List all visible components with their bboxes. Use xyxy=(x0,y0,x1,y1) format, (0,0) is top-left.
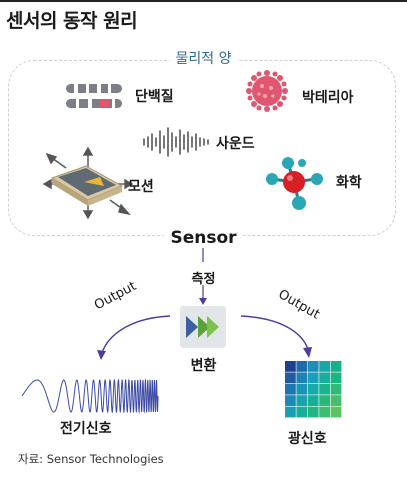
convert-label: 변환 xyxy=(190,358,217,374)
light-grid-cell xyxy=(285,395,296,406)
light-grid-cell xyxy=(319,395,330,406)
light-grid-cell xyxy=(296,406,308,418)
light-grid-cell xyxy=(319,406,330,418)
light-grid-cell xyxy=(330,361,342,372)
light-grid-cell xyxy=(319,372,330,384)
output-arrow-left xyxy=(97,315,171,360)
light-grid-cell xyxy=(330,395,342,406)
light-grid-cell xyxy=(285,372,296,384)
light-signal-label: 광신호 xyxy=(288,431,327,447)
light-grid-cell xyxy=(319,383,330,395)
item-label-chemistry: 화학 xyxy=(336,175,362,191)
electric-signal-waveform xyxy=(21,378,159,414)
chromosome-icon xyxy=(66,84,122,108)
light-grid-cell xyxy=(330,383,342,395)
measure-arrow xyxy=(199,248,207,305)
molecule-icon xyxy=(266,157,323,210)
light-grid-cell xyxy=(307,361,319,372)
electric-signal-label: 전기신호 xyxy=(60,421,112,437)
measure-label: 측정 xyxy=(191,272,216,287)
title-rule xyxy=(0,0,407,2)
light-grid-cell xyxy=(307,406,319,418)
sensor-label: Sensor xyxy=(0,228,407,248)
light-grid-cell xyxy=(285,383,296,395)
output-arrow-right xyxy=(240,315,312,358)
light-grid-cell xyxy=(296,372,308,384)
light-grid-cell xyxy=(319,361,330,372)
item-label-sound: 사운드 xyxy=(216,136,255,152)
page-title: 센서의 동작 원리 xyxy=(6,10,138,32)
converter-icon xyxy=(180,306,226,348)
light-grid-cell xyxy=(307,372,319,384)
bacteria-icon xyxy=(246,70,288,112)
motion-device-icon xyxy=(42,146,134,220)
soundwave-icon xyxy=(143,127,209,157)
light-grid-cell xyxy=(307,395,319,406)
source-note: 자료: Sensor Technologies xyxy=(18,452,164,466)
light-signal-grid xyxy=(285,361,342,418)
physical-quantity-title: 물리적 양 xyxy=(0,48,407,68)
light-grid-cell xyxy=(296,383,308,395)
light-grid-cell xyxy=(330,372,342,384)
light-grid-cell xyxy=(330,406,342,418)
light-grid-cell xyxy=(296,361,308,372)
light-grid-cell xyxy=(285,406,296,418)
item-label-motion: 모션 xyxy=(128,179,154,195)
light-grid-cell xyxy=(285,361,296,372)
light-grid-cell xyxy=(307,383,319,395)
item-label-bacteria: 박테리아 xyxy=(302,90,354,106)
light-grid-cell xyxy=(296,395,308,406)
item-label-protein: 단백질 xyxy=(135,89,174,105)
